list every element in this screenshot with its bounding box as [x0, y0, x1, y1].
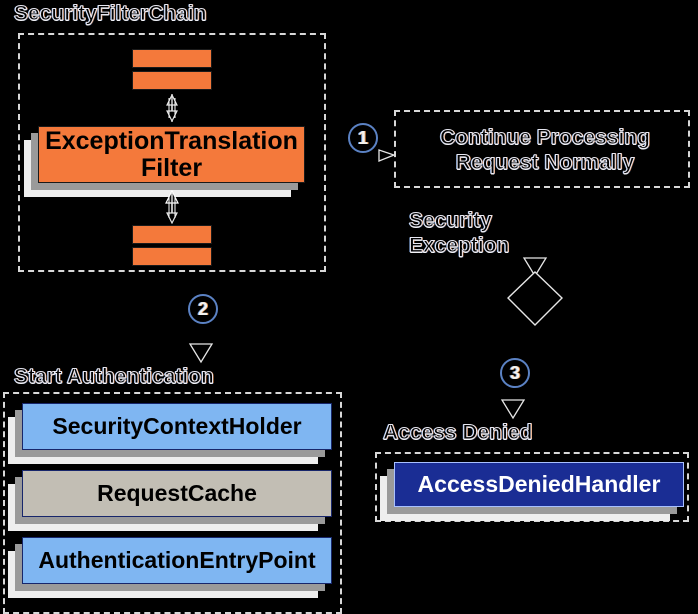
- accessdeniedhandler-box[interactable]: AccessDeniedHandler: [380, 462, 684, 521]
- access-denied-title: Access Denied: [382, 421, 533, 445]
- securitycontextholder-face: SecurityContextHolder: [22, 403, 332, 450]
- filter-bar-4: [132, 247, 212, 266]
- filter-bar-1: [132, 49, 212, 68]
- step-1-number: 1: [357, 127, 368, 148]
- security-exception-line2: Exception: [408, 233, 510, 257]
- securityfilterchain-container: [18, 33, 326, 272]
- filter-bar-3: [132, 225, 212, 244]
- exceptiontranslationfilter-line1: ExceptionTranslation: [45, 127, 298, 156]
- securityfilterchain-title: SecurityFilterChain: [14, 2, 208, 26]
- securitycontextholder-label: SecurityContextHolder: [52, 413, 302, 440]
- decision-diamond: [507, 271, 563, 326]
- arrow-step2-to-start-auth: [188, 343, 214, 364]
- arrow-security-exception-to-decision: [522, 257, 548, 278]
- requestcache-label: RequestCache: [97, 480, 257, 507]
- accessdeniedhandler-face: AccessDeniedHandler: [394, 462, 684, 507]
- exceptiontranslationfilter-box[interactable]: ExceptionTranslation Filter: [24, 126, 305, 197]
- step-3-badge: 3: [500, 358, 530, 388]
- filter-bar-2: [132, 71, 212, 90]
- arrow-step1-to-continue: [378, 149, 396, 162]
- authenticationentrypoint-label: AuthenticationEntryPoint: [38, 547, 316, 574]
- arrow-step3-to-access-denied: [500, 399, 526, 420]
- security-exception-label: Security Exception: [408, 209, 510, 259]
- requestcache-face: RequestCache: [22, 470, 332, 517]
- access-denied-container: [375, 452, 689, 522]
- exceptiontranslationfilter-face: ExceptionTranslation Filter: [38, 126, 305, 183]
- requestcache-box[interactable]: RequestCache: [8, 470, 332, 531]
- continue-processing-line2: Request Normally: [455, 150, 635, 174]
- continue-processing-line1: Continue Processing: [439, 126, 651, 150]
- start-authentication-title: Start Authentication: [14, 365, 215, 389]
- step-1-badge: 1: [348, 123, 378, 153]
- exceptiontranslationfilter-line2: Filter: [140, 153, 203, 182]
- authenticationentrypoint-face: AuthenticationEntryPoint: [22, 537, 332, 584]
- step-2-number: 2: [197, 298, 208, 319]
- continue-processing-container: [394, 110, 690, 188]
- securitycontextholder-box[interactable]: SecurityContextHolder: [8, 403, 332, 464]
- step-3-number: 3: [509, 362, 520, 383]
- accessdeniedhandler-label: AccessDeniedHandler: [417, 471, 661, 498]
- continue-processing-label: Continue Processing Request Normally: [418, 126, 672, 176]
- security-exception-line1: Security: [409, 209, 493, 233]
- authenticationentrypoint-box[interactable]: AuthenticationEntryPoint: [8, 537, 332, 598]
- step-2-badge: 2: [188, 294, 218, 324]
